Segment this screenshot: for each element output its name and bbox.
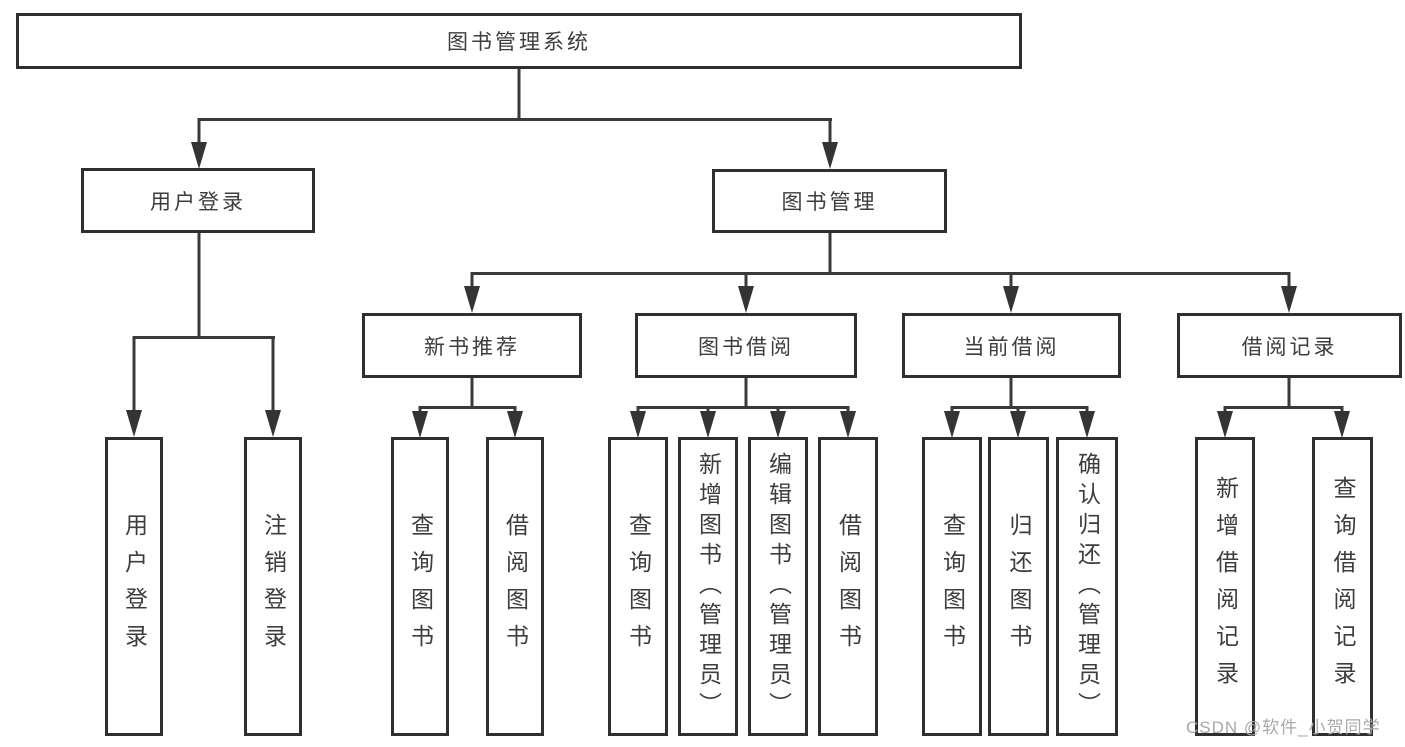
connector-line — [198, 118, 832, 121]
connector-line — [470, 378, 474, 409]
connector-line — [637, 406, 849, 409]
leaf-query-books-borrowing: 查询图书 — [608, 437, 668, 736]
connector-line — [1224, 406, 1343, 409]
arrowhead-down-icon — [944, 411, 960, 438]
arrowhead-down-icon — [126, 410, 142, 437]
arrowhead-down-icon — [1334, 411, 1350, 438]
leaf-confirm-return-admin: 确认归还（管理员） — [1056, 437, 1118, 736]
connector-line — [1009, 272, 1013, 288]
leaf-add-book-admin: 新增图书（管理员） — [678, 437, 738, 736]
connector-line — [744, 378, 748, 409]
arrowhead-down-icon — [738, 286, 754, 313]
leaf-add-borrow-record-label: 新增借阅记录 — [1212, 475, 1239, 698]
leaf-return-book: 归还图书 — [988, 437, 1049, 736]
connector-line — [470, 272, 474, 288]
leaf-query-books-current-label: 查询图书 — [939, 512, 966, 661]
leaf-query-books-recommend-label: 查询图书 — [407, 512, 434, 661]
node-new-book-recommend: 新书推荐 — [362, 313, 582, 378]
leaf-query-books-recommend: 查询图书 — [391, 437, 449, 736]
node-book-management: 图书管理 — [712, 169, 947, 233]
leaf-borrow-books-recommend: 借阅图书 — [486, 437, 544, 736]
connector-line — [197, 233, 201, 339]
node-user-login: 用户登录 — [81, 168, 315, 233]
leaf-add-borrow-record: 新增借阅记录 — [1195, 437, 1255, 736]
leaf-edit-book-admin: 编辑图书（管理员） — [748, 437, 808, 736]
connector-line — [197, 118, 201, 146]
leaf-user-login-label: 用户登录 — [121, 512, 148, 661]
leaf-logout-label: 注销登录 — [260, 512, 287, 661]
node-library-system: 图书管理系统 — [16, 13, 1022, 69]
connector-line — [1287, 378, 1291, 409]
leaf-query-borrow-record-label: 查询借阅记录 — [1330, 475, 1356, 698]
connector-line — [1287, 272, 1291, 288]
connector-line — [744, 272, 748, 288]
arrowhead-down-icon — [412, 411, 428, 438]
leaf-borrow-books-recommend-label: 借阅图书 — [502, 512, 529, 661]
arrowhead-down-icon — [191, 142, 207, 169]
leaf-query-books-borrowing-label: 查询图书 — [625, 512, 652, 661]
arrowhead-down-icon — [770, 411, 786, 438]
leaf-query-borrow-record: 查询借阅记录 — [1312, 437, 1373, 736]
arrowhead-down-icon — [1217, 411, 1233, 438]
leaf-query-books-current: 查询图书 — [922, 437, 982, 736]
arrowhead-down-icon — [1010, 411, 1026, 438]
connector-line — [828, 233, 832, 275]
connector-line — [828, 118, 832, 146]
connector-line — [517, 69, 521, 118]
arrowhead-down-icon — [507, 411, 523, 438]
node-current-borrowing: 当前借阅 — [902, 313, 1121, 378]
arrowhead-down-icon — [1079, 411, 1095, 438]
connector-line — [271, 336, 275, 414]
leaf-confirm-return-admin-label: 确认归还（管理员） — [1074, 451, 1101, 722]
node-book-borrowing: 图书借阅 — [635, 313, 857, 378]
arrowhead-down-icon — [1003, 286, 1019, 313]
connector-line — [419, 406, 516, 409]
connector-line — [951, 406, 1088, 409]
arrowhead-down-icon — [630, 411, 646, 438]
connector-line — [471, 272, 1290, 275]
csdn-watermark: CSDN @软件_小贺同学 — [1186, 718, 1381, 737]
leaf-borrow-books: 借阅图书 — [818, 437, 878, 736]
leaf-return-book-label: 归还图书 — [1006, 512, 1032, 661]
leaf-add-book-admin-label: 新增图书（管理员） — [695, 451, 722, 722]
leaf-edit-book-admin-label: 编辑图书（管理员） — [765, 451, 792, 722]
node-borrowing-records: 借阅记录 — [1177, 313, 1402, 378]
arrowhead-down-icon — [700, 411, 716, 438]
arrowhead-down-icon — [822, 142, 838, 169]
leaf-borrow-books-label: 借阅图书 — [835, 512, 862, 661]
connector-line — [133, 336, 275, 339]
leaf-logout: 注销登录 — [244, 437, 302, 736]
connector-line — [1009, 378, 1013, 409]
leaf-user-login: 用户登录 — [105, 437, 163, 736]
arrowhead-down-icon — [464, 286, 480, 313]
arrowhead-down-icon — [1281, 286, 1297, 313]
arrowhead-down-icon — [265, 410, 281, 437]
connector-line — [132, 336, 136, 414]
arrowhead-down-icon — [840, 411, 856, 438]
